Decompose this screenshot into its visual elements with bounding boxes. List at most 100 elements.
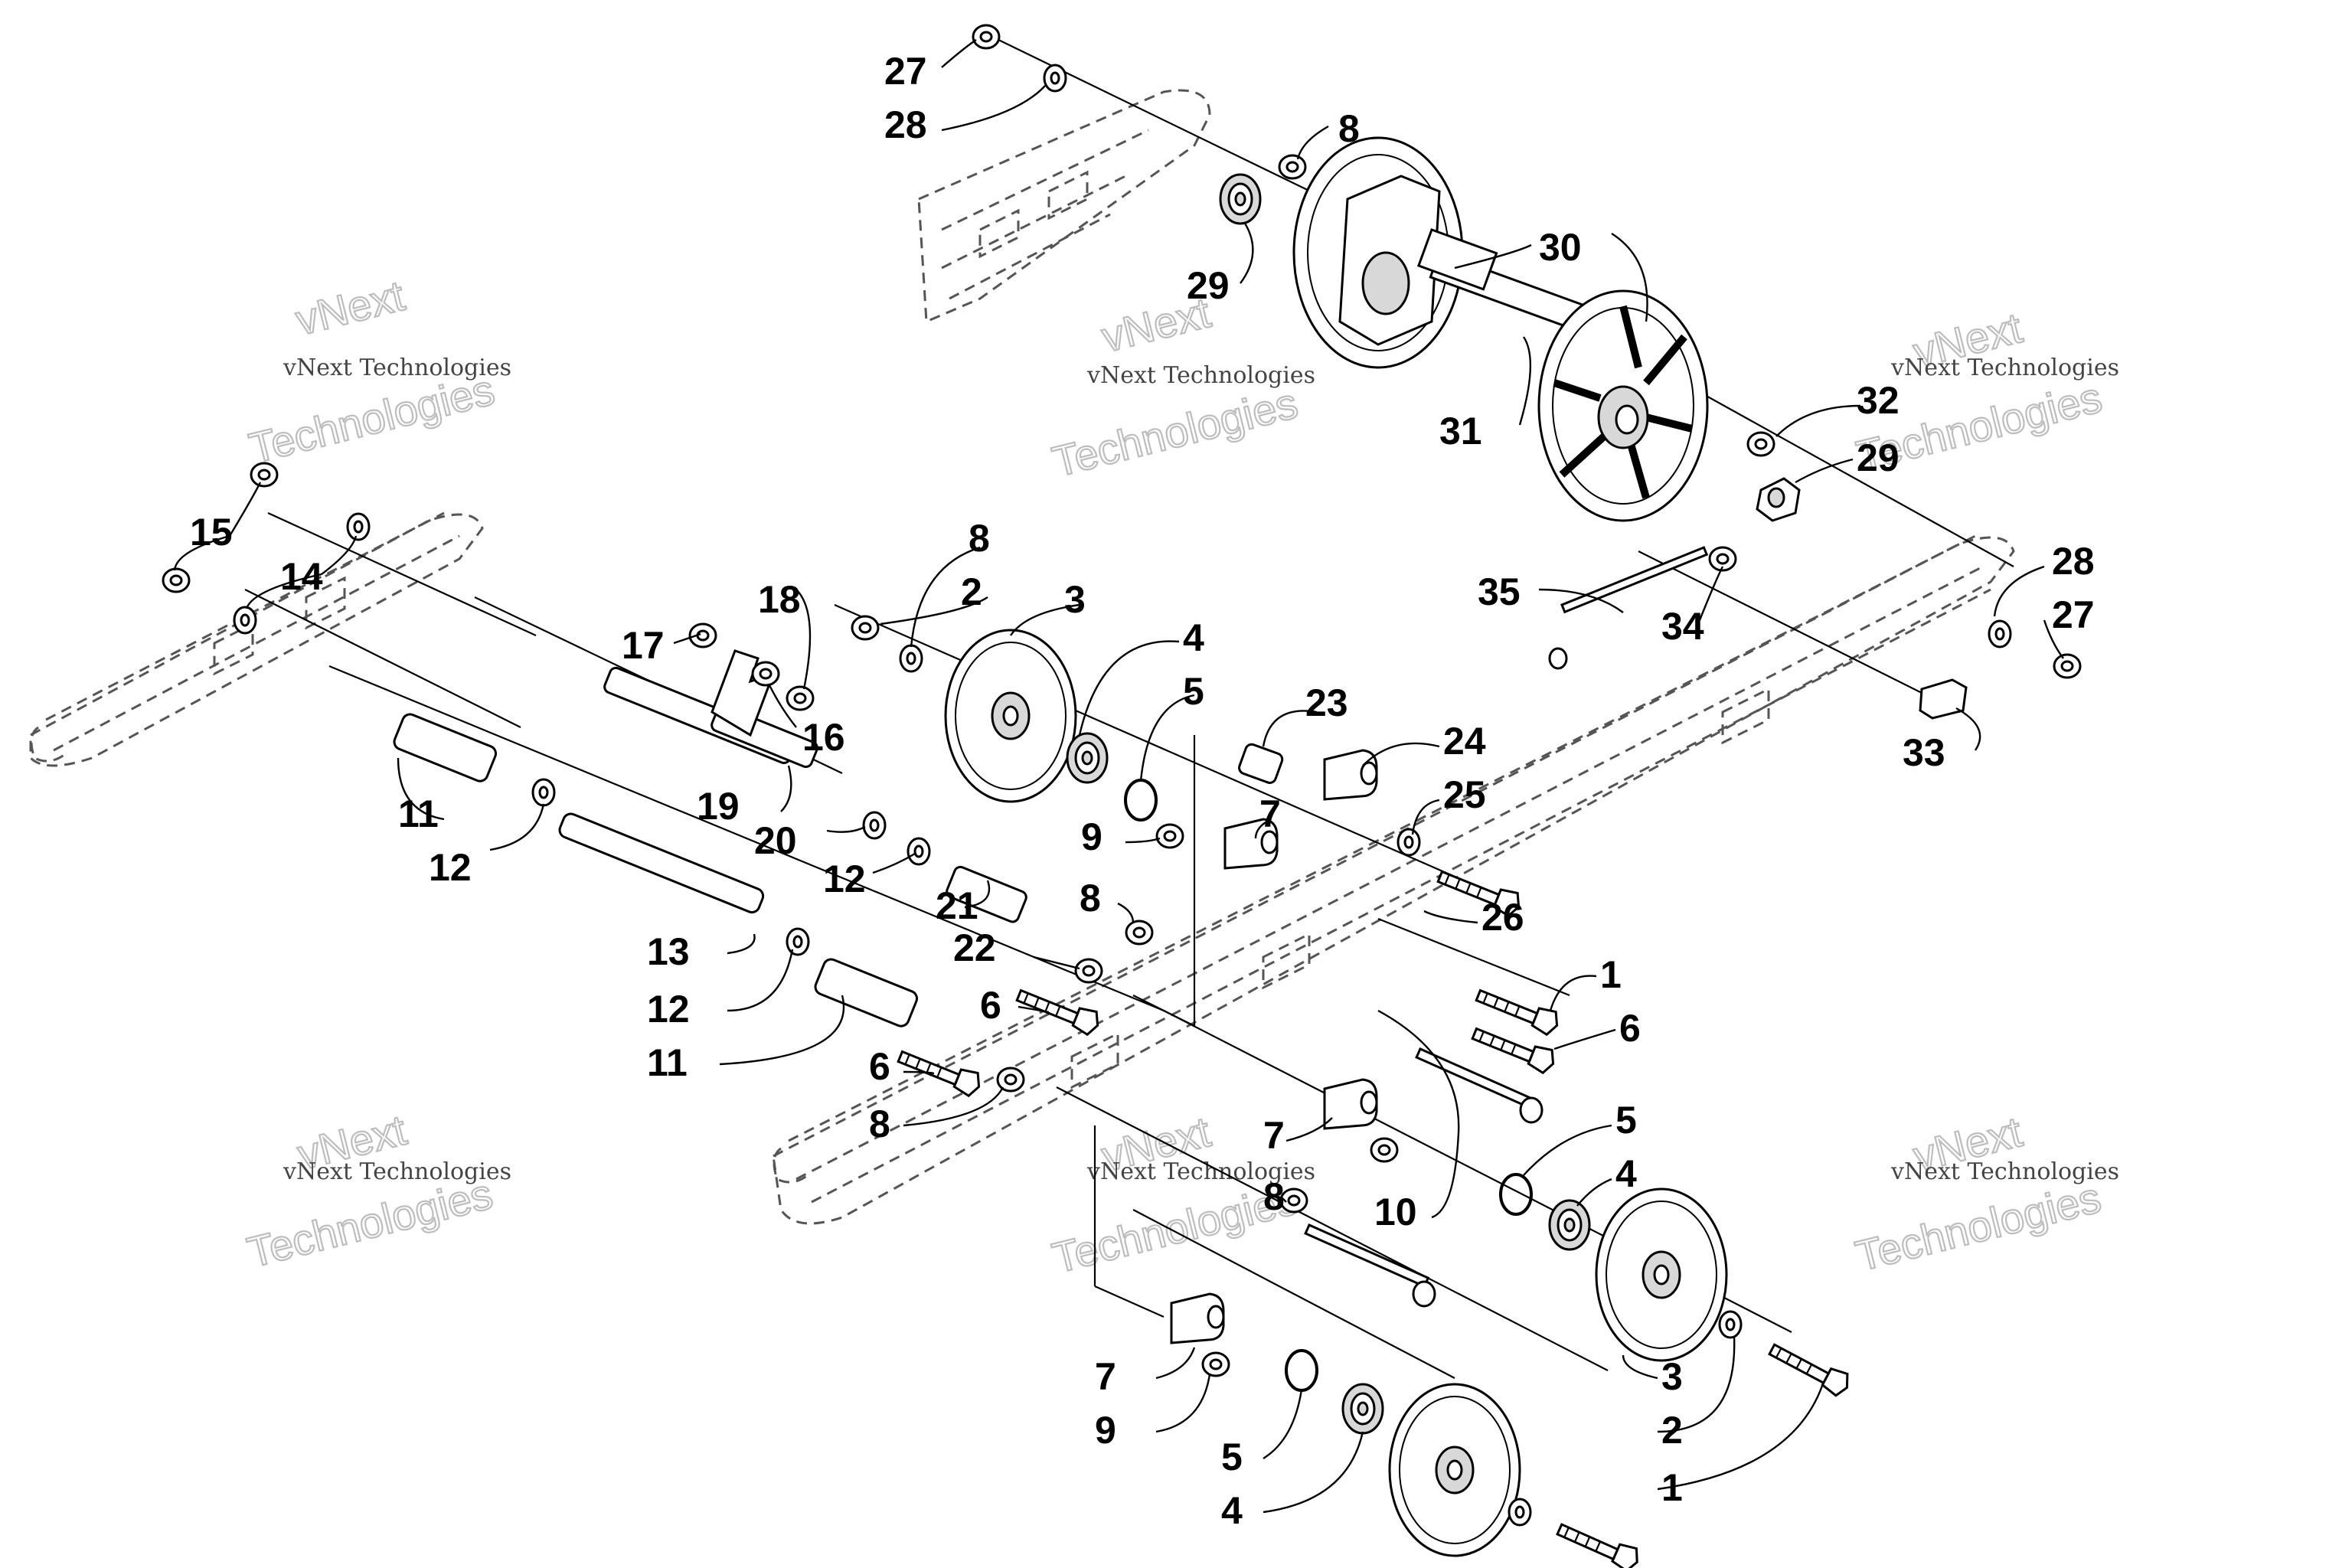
cross-shaft-13: [558, 812, 765, 914]
watermark-word: Technologies: [1851, 1173, 2105, 1280]
callout-7-lower: 7: [1095, 1355, 1116, 1398]
long-bolt-35: [1548, 546, 1709, 670]
washer-14-lower: [233, 606, 257, 635]
callout-30: 30: [1539, 226, 1582, 269]
callout-20: 20: [754, 819, 797, 862]
callout-6-mid: 6: [980, 984, 1001, 1027]
callout-7-mid: 7: [1263, 1114, 1285, 1157]
callout-8-top: 8: [1338, 107, 1360, 150]
callout-4-lower: 4: [1221, 1489, 1243, 1532]
left-rail-frame: [29, 511, 484, 767]
callout-6-right: 6: [1619, 1007, 1641, 1050]
nut-22: [1074, 958, 1103, 984]
callout-14: 14: [280, 555, 323, 598]
callout-32: 32: [1857, 379, 1900, 422]
callout-3-upper: 3: [1064, 578, 1086, 621]
callout-19: 19: [697, 785, 740, 828]
callout-1-upper: 1: [1600, 953, 1622, 996]
callout-8-upper-idler: 8: [969, 517, 990, 560]
idler-wheel-3-upper: [944, 629, 1077, 803]
drive-shaft-wheel-assembly: [1219, 136, 1801, 522]
watermark-word: Technologies: [243, 1169, 497, 1276]
drive-wheel-rear: [1537, 289, 1709, 522]
bolt-1-mid: [1766, 1336, 1854, 1400]
bearing-4-mid: [1548, 1199, 1591, 1251]
callout-27-top: 27: [884, 50, 927, 93]
callout-8-mid: 8: [1080, 877, 1101, 920]
bolt-6-lower: [895, 1042, 985, 1099]
callout-8-small: 8: [1263, 1175, 1285, 1218]
upper-rail-frame: [917, 89, 1211, 324]
nut-8-upper-idler: [851, 615, 880, 641]
callout-labels: 27 28 8 29 30 31 32 29 35 34 28 27 33 15…: [190, 50, 2095, 1532]
washer-2-mid: [1718, 1310, 1743, 1339]
callout-12-lower: 12: [647, 988, 690, 1031]
callout-22: 22: [953, 926, 996, 969]
watermark-company: vNext Technologies: [1890, 354, 2119, 381]
idler-tube-11-upper: [393, 713, 498, 782]
washer-2-upper: [899, 644, 923, 673]
spacer-21: [946, 865, 1027, 923]
leader-lines: [173, 39, 2064, 1514]
bolt-27-top-head: [972, 24, 1001, 50]
callout-10: 10: [1374, 1191, 1417, 1233]
washer-28-right: [1988, 619, 2012, 648]
callout-9-lower: 9: [1095, 1409, 1116, 1452]
nut-8-mid: [1125, 920, 1154, 946]
callout-12-middle: 12: [823, 858, 866, 900]
nut-18: [786, 685, 815, 711]
bushing-16: [751, 661, 780, 687]
watermark-word: Technologies: [1047, 378, 1302, 485]
callout-1-lower: 1: [1661, 1466, 1683, 1509]
washer-28-top: [1043, 64, 1067, 93]
washer-25: [1396, 828, 1421, 857]
watermark-company: vNext Technologies: [283, 1158, 511, 1185]
bolt-1-upper: [1473, 981, 1563, 1038]
bolt-6-mid: [1014, 981, 1104, 1038]
bearing-4-upper: [1066, 732, 1109, 784]
ring-12-lower: [786, 927, 810, 956]
callout-13: 13: [647, 930, 690, 973]
callout-17: 17: [622, 624, 665, 667]
callout-34: 34: [1661, 605, 1704, 648]
nut-15-upper: [250, 462, 279, 488]
block-7-mid: [1323, 1078, 1378, 1130]
callout-28-right: 28: [2052, 540, 2095, 583]
callout-18: 18: [758, 578, 801, 621]
callout-2-upper: 2: [961, 570, 982, 613]
callout-28-top: 28: [884, 103, 927, 146]
nut-8-top: [1278, 154, 1307, 180]
callout-8-lower: 8: [869, 1102, 890, 1145]
ring-12-upper: [531, 778, 556, 807]
ring-12-middle: [906, 837, 931, 866]
bearing-flange-29-right: [1756, 477, 1801, 522]
callout-7-upper: 7: [1259, 792, 1281, 835]
watermark-upper-left: vNext vNext Technologies Technologies: [243, 270, 511, 473]
callout-11-lower: 11: [647, 1041, 688, 1084]
washer-14-upper: [346, 512, 371, 541]
callout-6-lower: 6: [869, 1045, 890, 1088]
callout-27-right: 27: [2052, 593, 2095, 636]
idler-wheel-3-mid: [1595, 1187, 1728, 1362]
nut-9-mid: [1370, 1137, 1399, 1163]
nut-9-bottom: [1201, 1351, 1230, 1377]
callout-29-right: 29: [1857, 436, 1900, 479]
callout-25: 25: [1443, 773, 1486, 816]
callout-2-lower: 2: [1661, 1409, 1683, 1452]
nut-15-lower: [162, 567, 191, 593]
callout-5-mid: 5: [1615, 1099, 1637, 1142]
bearing-flange-29-top: [1219, 173, 1262, 225]
callout-4-mid: 4: [1615, 1152, 1637, 1195]
callout-29-left: 29: [1187, 264, 1230, 307]
lower-rail-frame: [772, 534, 2015, 1225]
callout-35: 35: [1478, 570, 1521, 613]
watermark-lower-right: vNext vNext Technologies Technologies: [1850, 1106, 2119, 1281]
watermark-brand: vNext: [291, 271, 410, 345]
callout-4-upper: 4: [1183, 616, 1204, 659]
idler-wheel-3-lower: [1388, 1383, 1521, 1557]
nut-8-lower: [996, 1067, 1025, 1093]
block-24: [1323, 749, 1378, 801]
spacer-23: [1238, 743, 1284, 784]
watermark-company: vNext Technologies: [283, 354, 511, 381]
